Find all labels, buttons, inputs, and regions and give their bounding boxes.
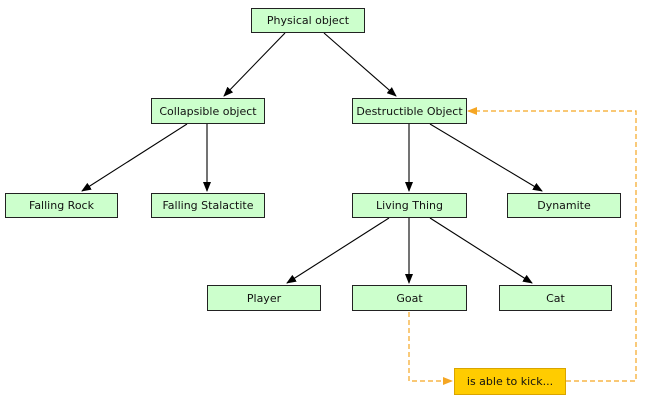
node-goat[interactable]: Goat: [352, 285, 467, 311]
edge-kick-destructible: [467, 107, 637, 382]
edge-physical-collapsible: [223, 32, 286, 97]
node-player[interactable]: Player: [207, 285, 321, 311]
node-falling-rock[interactable]: Falling Rock: [5, 193, 118, 218]
node-destructible-object[interactable]: Destructible Object: [352, 98, 467, 124]
edge-physical-destructible: [323, 32, 397, 97]
note-able-to-kick[interactable]: is able to kick...: [454, 368, 566, 395]
node-dynamite[interactable]: Dynamite: [507, 193, 621, 218]
edge-goat-kick: [408, 312, 453, 385]
node-falling-stalactite[interactable]: Falling Stalactite: [151, 193, 265, 218]
node-physical-object[interactable]: Physical object: [251, 8, 365, 33]
edge-destructible-dynamite: [429, 123, 543, 192]
node-living-thing[interactable]: Living Thing: [352, 193, 467, 218]
edge-living-cat: [429, 217, 533, 284]
node-cat[interactable]: Cat: [499, 285, 612, 311]
edge-living-player: [286, 217, 390, 284]
edge-collapsible-rock: [81, 123, 188, 192]
node-collapsible-object[interactable]: Collapsible object: [151, 98, 265, 124]
